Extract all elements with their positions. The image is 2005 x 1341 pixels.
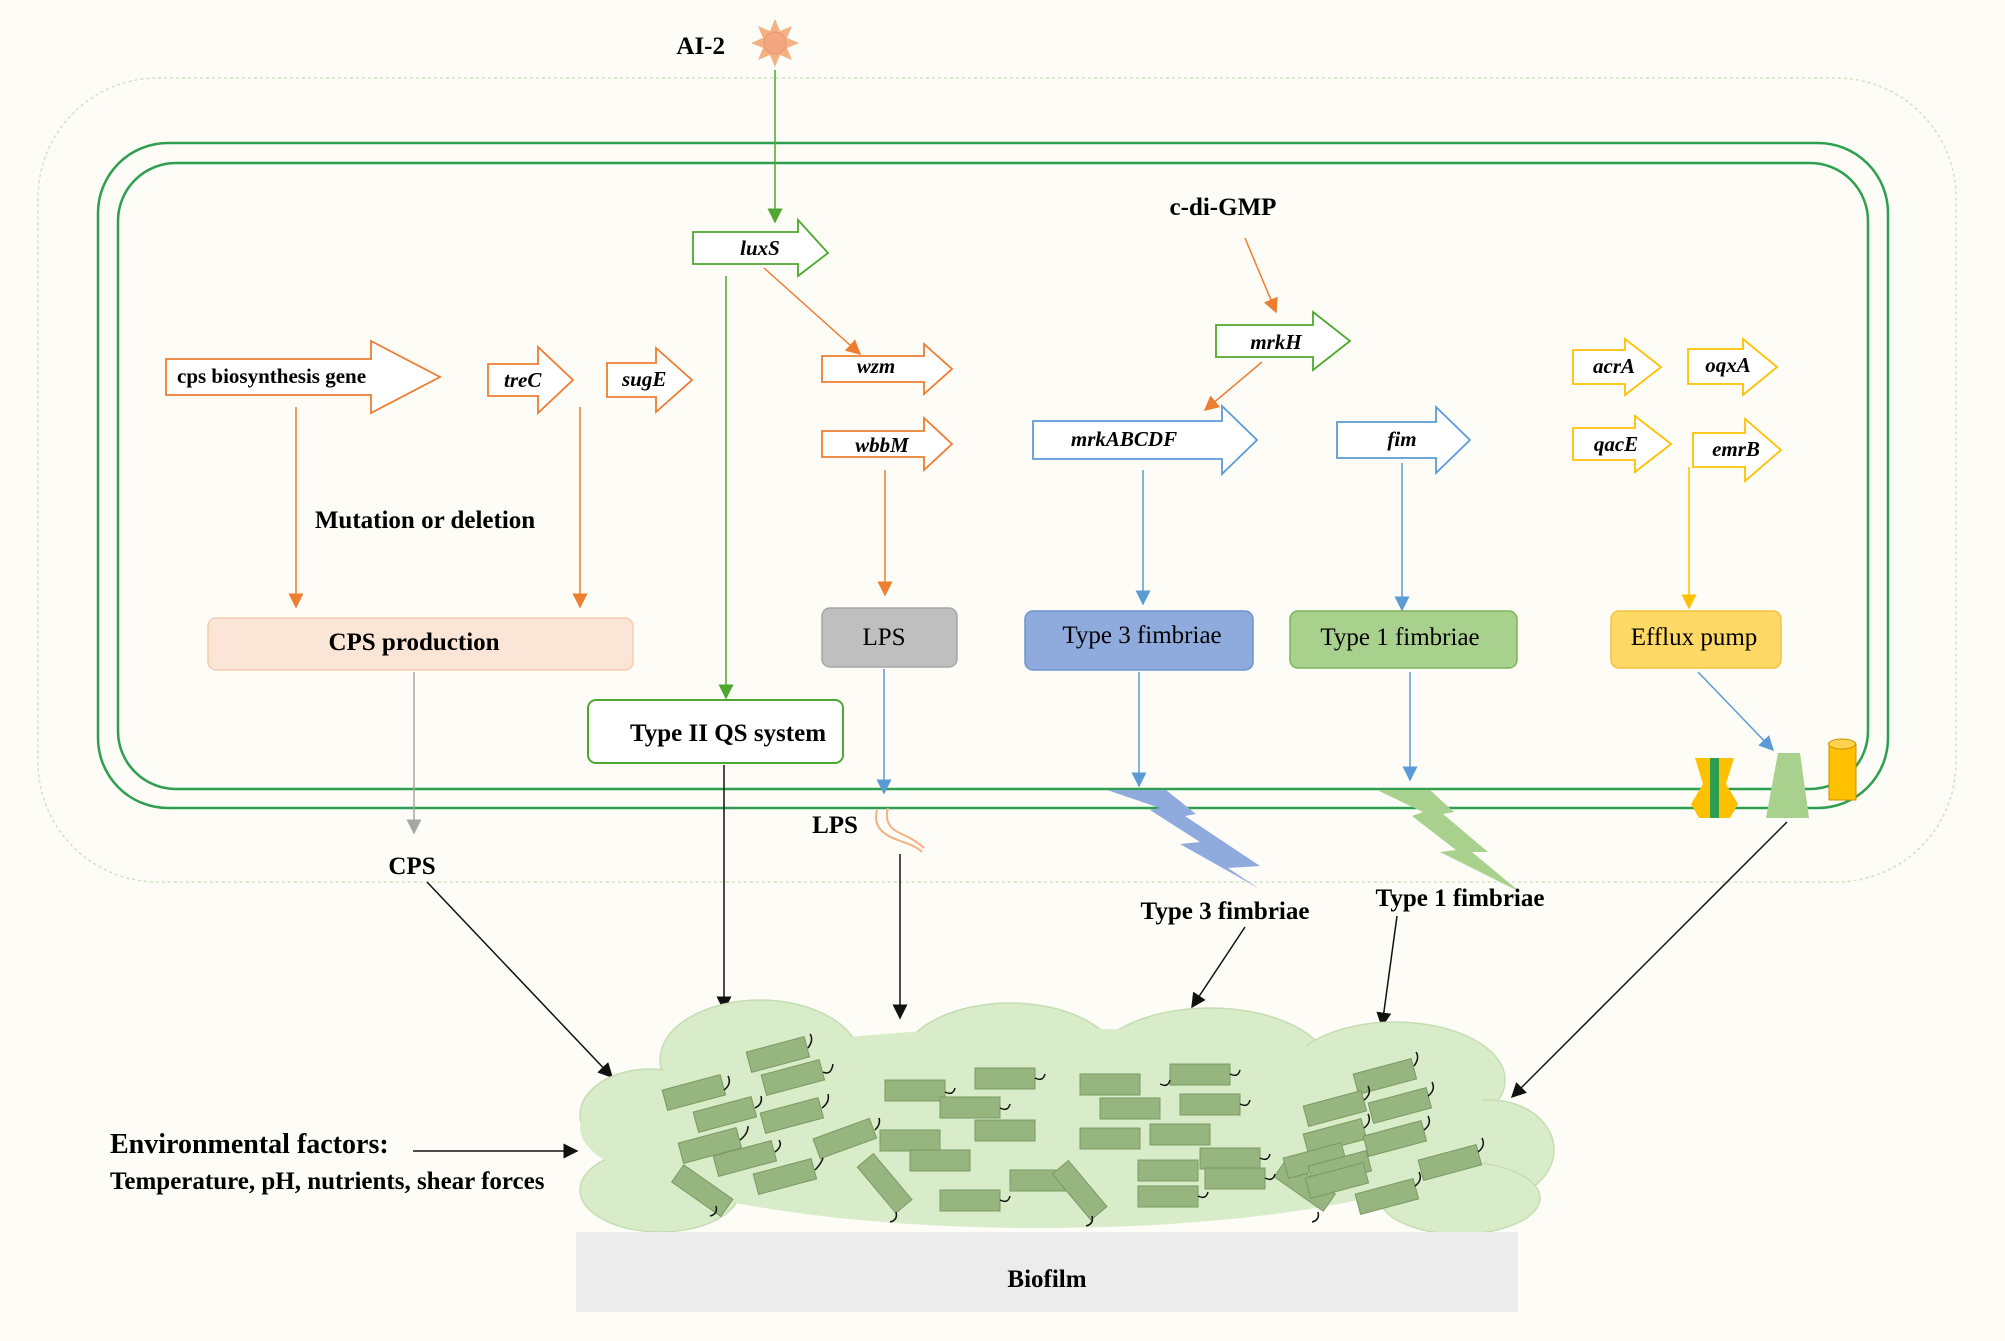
efflux-pump-icon-2: [1766, 753, 1809, 818]
gene-arrow-sugE: [606, 345, 694, 415]
cdigmp-to-mrkh-arrow: [1244, 237, 1278, 314]
gene-arrow-acrA: [1572, 337, 1663, 397]
gene-wbbM-label: wbbM: [855, 433, 910, 457]
efflux-pump-label: Efflux pump: [1631, 624, 1758, 651]
efflux-product-arrow: [1697, 671, 1775, 752]
outer-lps-label: LPS: [812, 812, 858, 839]
gene-arrow-qacE: [1572, 414, 1673, 474]
gene-arrow-mrkH: [1215, 310, 1352, 372]
ai2-sun-icon: [751, 19, 799, 67]
gene-arrow-emrB: [1692, 417, 1783, 483]
gene-sugE-label: sugE: [621, 367, 666, 391]
type3-to-biofilm-arrow: [1191, 926, 1246, 1009]
bacteria-flagella: [709, 1033, 1485, 1227]
cdigmp-label: c-di-GMP: [1170, 194, 1277, 221]
qs-system-label: Type II QS system: [630, 720, 826, 747]
gene-oqxA-label: oqxA: [1705, 353, 1751, 377]
efflux-pump-icon-3: [1828, 738, 1857, 801]
cps-to-biofilm-arrow: [426, 881, 614, 1079]
gene-acrA-label: acrA: [1593, 354, 1635, 378]
gene-arrow-luxS: [692, 217, 830, 278]
outer-envelope: [37, 77, 1957, 883]
gene-qacE-label: qacE: [1594, 432, 1638, 456]
efflux-to-biofilm-arrow: [1510, 821, 1788, 1099]
biofilm-surface: [576, 1232, 1518, 1312]
efflux-pump-box: [1610, 610, 1782, 669]
gene-arrow-cps: [165, 339, 442, 415]
inner-membrane: [116, 161, 1870, 791]
gene-treC-label: treC: [504, 368, 542, 392]
efflux-pump-icon-1: [1691, 758, 1738, 818]
gene-arrow-treC: [487, 344, 575, 416]
cps-production-box: [207, 617, 634, 671]
lps-squiggle-icon: [874, 807, 925, 853]
cps-production-label: CPS production: [328, 629, 499, 656]
type1-fimbriae-bolt-icon: [1377, 790, 1520, 892]
environment-detail: Temperature, pH, nutrients, shear forces: [110, 1168, 545, 1195]
type1-box: [1289, 610, 1518, 669]
biofilm-label: Biofilm: [1007, 1266, 1086, 1293]
gene-emrB-label: emrB: [1712, 437, 1760, 461]
gene-luxS-label: luxS: [740, 236, 780, 260]
mutation-label: Mutation or deletion: [315, 507, 535, 534]
outer-cps-label: CPS: [388, 853, 435, 880]
type3-box: [1024, 610, 1254, 671]
type3-fimbriae-bolt-icon: [1107, 790, 1260, 888]
gene-arrow-wzm: [821, 341, 954, 397]
ai2-label: AI-2: [676, 33, 725, 60]
type3-label: Type 3 fimbriae: [1062, 622, 1221, 649]
gene-arrow-oqxA: [1687, 337, 1779, 397]
outer-membrane: [96, 141, 1890, 810]
type1-to-biofilm-arrow: [1376, 915, 1398, 1028]
lps-label: LPS: [862, 624, 905, 651]
gene-arrow-wbbM: [821, 415, 954, 473]
gene-arrow-fim: [1336, 404, 1472, 476]
gene-wzm-label: wzm: [857, 354, 896, 378]
gene-mrkH-label: mrkH: [1250, 330, 1302, 354]
bacteria-cluster: [661, 1035, 1483, 1221]
gene-fim-label: fim: [1387, 427, 1416, 451]
qs-system-box: [587, 699, 844, 764]
environment-title: Environmental factors:: [110, 1129, 389, 1160]
outer-type3-label: Type 3 fimbriae: [1141, 898, 1310, 925]
lps-box: [821, 607, 958, 668]
outer-type1-label: Type 1 fimbriae: [1376, 885, 1545, 912]
type1-label: Type 1 fimbriae: [1320, 624, 1479, 651]
mrkH-to-mrkABCDF-arrow: [1203, 361, 1263, 411]
gene-mrkABCDF-label: mrkABCDF: [1071, 427, 1177, 451]
gene-arrow-mrkABCDF: [1032, 403, 1259, 477]
luxS-to-wzm-arrow: [763, 267, 862, 356]
gene-cps-label: cps biosynthesis gene: [177, 364, 366, 388]
